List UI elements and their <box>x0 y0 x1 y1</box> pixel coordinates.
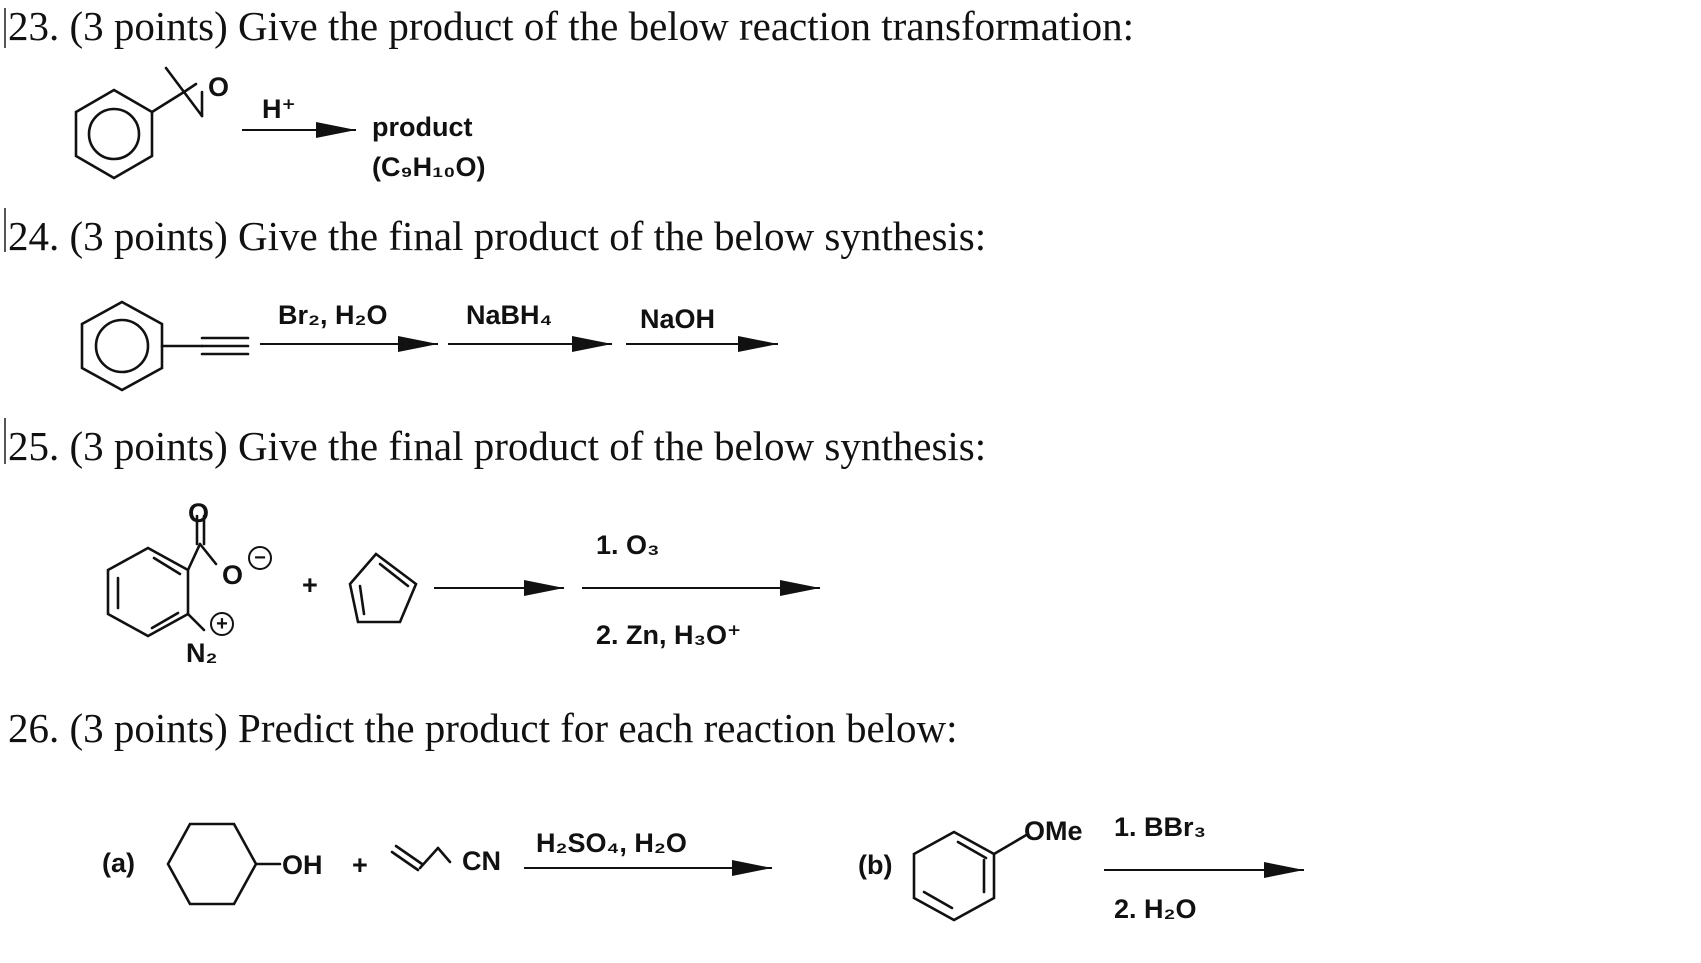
step2-reagent: NaBH₄ <box>466 300 553 330</box>
phenylacetylene-structure <box>80 300 250 392</box>
hydroxyl-label: OH <box>282 850 323 880</box>
positive-charge-icon: + <box>210 612 234 636</box>
carbonyl-oxygen: O <box>188 498 210 528</box>
benzene-ring <box>912 830 996 922</box>
step3-reagent: NaOH <box>640 304 716 334</box>
reaction-arrow <box>242 120 356 140</box>
margin-marker <box>4 208 6 252</box>
product-label: product <box>372 112 473 142</box>
carboxyl-bond <box>186 542 202 572</box>
aromatic-circle <box>94 318 150 374</box>
inner-double-bond <box>956 840 988 860</box>
benzene-ring <box>74 88 154 180</box>
bond <box>418 846 440 870</box>
aromatic-circle <box>87 107 141 161</box>
reaction-arrow <box>1104 860 1304 880</box>
question-number: 26. <box>8 705 60 751</box>
cyclohexanol-structure <box>166 822 282 906</box>
methoxy-label: OMe <box>1024 816 1083 846</box>
vinyl-double-bond <box>394 844 424 866</box>
reagent-label: H₂SO₄, H₂O <box>536 828 687 858</box>
ring-double-bond <box>358 584 366 616</box>
question-text: (3 points) Give the product of the below… <box>69 3 1135 49</box>
benzenediazonium-carboxylate-structure <box>106 514 218 638</box>
nitrile-label: CN <box>462 846 501 876</box>
reaction-arrow <box>626 334 778 354</box>
benzene-ring <box>106 546 190 638</box>
methyl-bond <box>164 66 186 94</box>
step1-reagent: 1. BBr₃ <box>1114 812 1207 842</box>
question-text: (3 points) Give the final product of the… <box>69 213 987 259</box>
question-text: (3 points) Predict the product for each … <box>69 705 958 751</box>
vinyl-double-bond <box>390 850 420 872</box>
reaction-arrow <box>582 578 820 598</box>
cyclopentadiene-structure <box>348 552 418 624</box>
ring-double-bond <box>378 562 410 588</box>
anisole-structure <box>912 830 1030 922</box>
bond <box>992 832 1030 856</box>
bond <box>150 90 186 114</box>
diazo-bond <box>186 612 206 632</box>
step1-reagent: 1. O₃ <box>596 530 660 560</box>
inner-double-bond <box>152 556 182 576</box>
cyclopentene-ring <box>348 552 418 624</box>
epoxide-bond <box>182 90 204 118</box>
negative-charge-icon: − <box>248 546 272 570</box>
epoxide-bond <box>182 82 198 94</box>
question-25: 25. (3 points) Give the final product of… <box>8 426 986 467</box>
plus-sign: + <box>352 850 368 880</box>
inner-double-bond <box>922 890 954 910</box>
diazonium-label: N₂ <box>186 638 218 668</box>
carboxylate-bond <box>198 542 218 566</box>
benzene-ring <box>80 300 164 392</box>
step2-reagent: 2. H₂O <box>1114 894 1197 924</box>
reaction-arrow <box>434 578 564 598</box>
margin-marker <box>4 8 6 48</box>
question-text: (3 points) Give the final product of the… <box>69 423 987 469</box>
question-number: 25. <box>8 423 60 469</box>
step1-reagent: Br₂, H₂O <box>278 300 388 330</box>
part-b-label: (b) <box>858 850 893 880</box>
reaction-arrow <box>524 858 772 878</box>
bond <box>436 846 452 864</box>
product-formula: (C₉H₁₀O) <box>372 152 486 182</box>
part-a-label: (a) <box>102 848 135 878</box>
reaction-arrow <box>448 334 612 354</box>
step2-reagent: 2. Zn, H₃O⁺ <box>596 620 742 650</box>
epoxide-oxygen: O <box>208 72 230 102</box>
question-26: 26. (3 points) Predict the product for e… <box>8 708 958 749</box>
phenyl-epoxide-structure <box>74 66 204 180</box>
question-number: 23. <box>8 3 60 49</box>
plus-sign: + <box>302 570 318 600</box>
inner-double-bond <box>150 611 180 630</box>
question-24: 24. (3 points) Give the final product of… <box>8 216 986 257</box>
reaction-arrow <box>260 334 438 354</box>
margin-marker <box>4 418 6 464</box>
question-23: 23. (3 points) Give the product of the b… <box>8 6 1134 47</box>
acrylonitrile-structure <box>390 844 452 872</box>
alkoxide-oxygen: O <box>222 560 244 590</box>
reagent-label: H⁺ <box>262 94 296 124</box>
cyclohexane-ring <box>166 822 258 906</box>
question-number: 24. <box>8 213 60 259</box>
